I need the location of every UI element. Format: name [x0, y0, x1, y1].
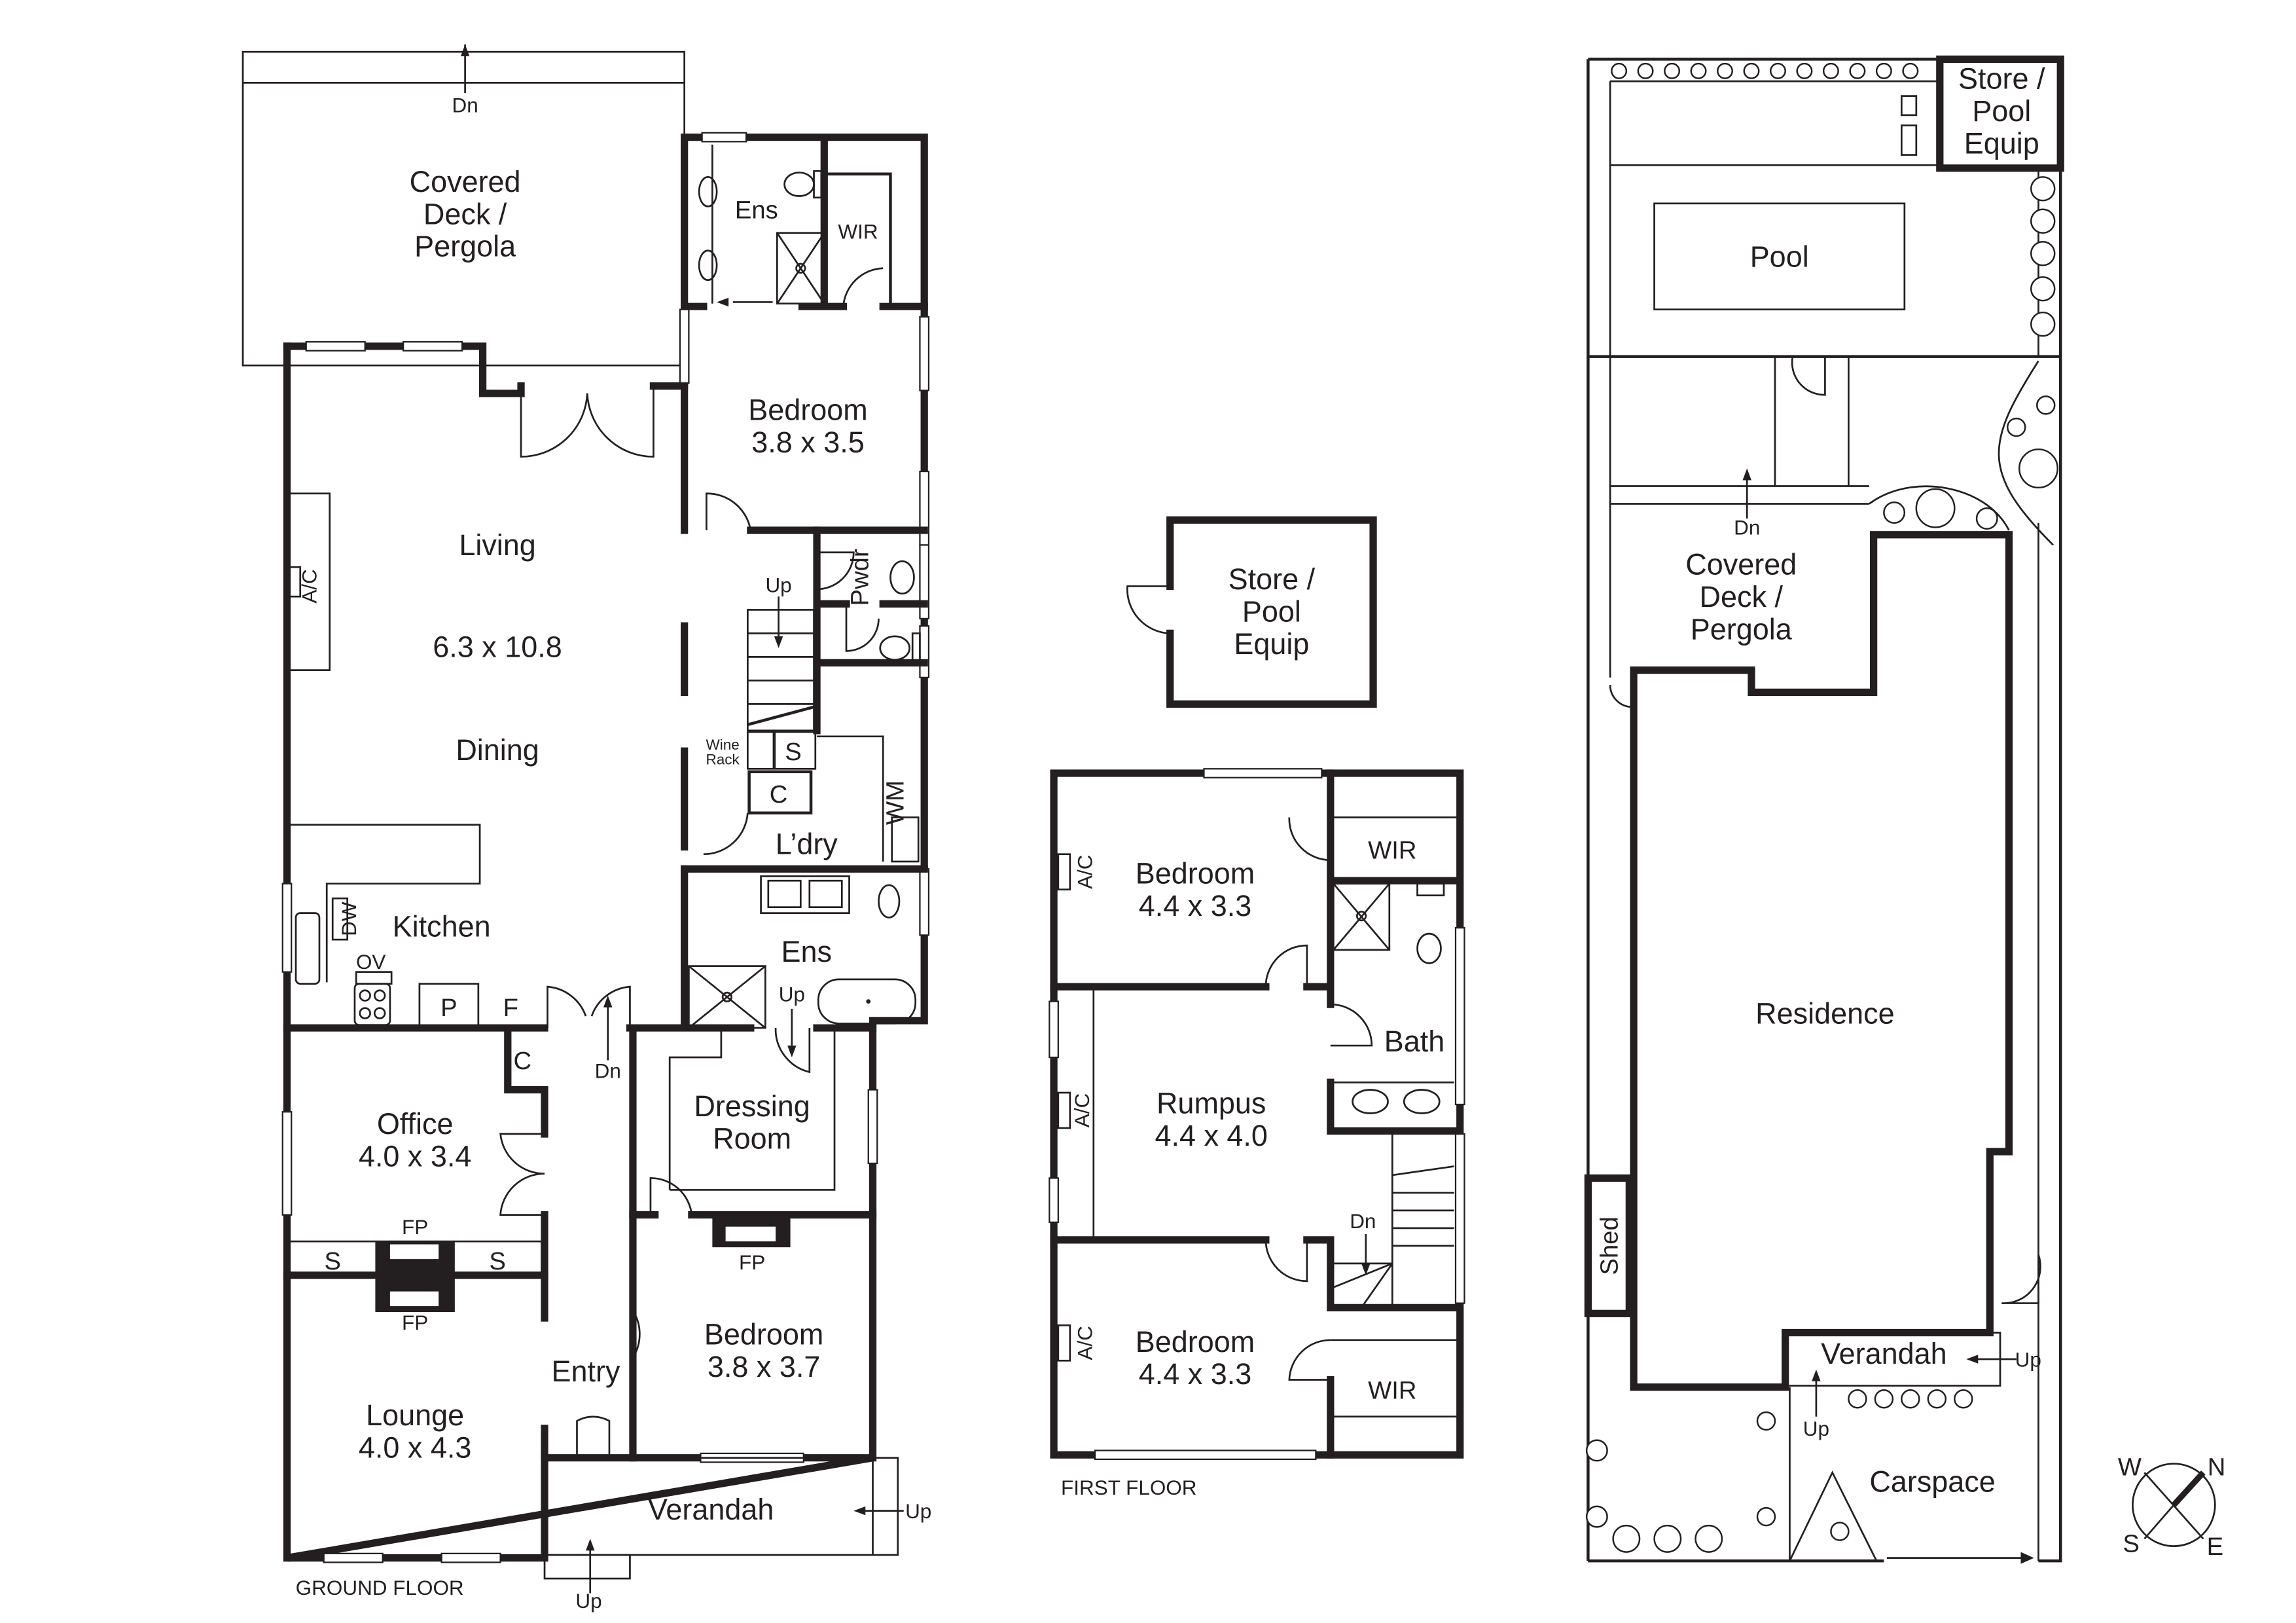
covered-deck-dn-label: Dn	[452, 94, 478, 117]
site-store-label-3: Equip	[1964, 126, 2039, 160]
stairs-up-label: Up	[765, 574, 791, 596]
compass-w: W	[2118, 1453, 2142, 1482]
lounge-label: Lounge	[366, 1398, 464, 1432]
verandah-front-up-label: Up	[575, 1590, 601, 1613]
first-floor-caption: FIRST FLOOR	[1061, 1476, 1196, 1499]
entry-label: Entry	[552, 1355, 620, 1388]
residence-label: Residence	[1755, 996, 1894, 1030]
fireplace-bedroom-label: FP	[739, 1251, 765, 1274]
living-label: Living	[459, 528, 536, 562]
washing-machine-label: WM	[882, 780, 910, 825]
pool-label: Pool	[1750, 240, 1809, 273]
shelf-right-label: S	[489, 1247, 506, 1275]
ensuite-main-label: Ens	[781, 935, 833, 968]
covered-deck-label-1: Covered	[410, 165, 521, 198]
fireplace-office-label: FP	[402, 1216, 428, 1239]
rumpus-size: 4.4 x 4.0	[1155, 1119, 1268, 1152]
first-bedroom-rear-label: Bedroom	[1136, 857, 1255, 890]
fireplace-lounge-label: FP	[402, 1311, 428, 1334]
bedroom-front-label: Bedroom	[704, 1318, 823, 1351]
pantry-label: P	[440, 994, 457, 1022]
wine-rack-label-2: Rack	[706, 752, 740, 768]
first-bedroom-front-label: Bedroom	[1136, 1325, 1255, 1359]
residence-outline	[1630, 531, 2013, 1391]
site-deck-label-1: Covered	[1685, 547, 1797, 581]
first-wir-rear-label: WIR	[1368, 836, 1416, 864]
verandah-label: Verandah	[648, 1493, 774, 1526]
compass-rose: W N S E	[2118, 1453, 2226, 1561]
office-label: Office	[377, 1107, 454, 1140]
outbuilding-label-1: Store /	[1229, 562, 1316, 596]
dressing-room-label-1: Dressing	[694, 1089, 810, 1123]
rumpus-ac-label: A/C	[1071, 1093, 1094, 1127]
outbuilding-label-2: Pool	[1242, 594, 1301, 628]
site-verandah-label: Verandah	[1821, 1337, 1947, 1370]
covered-deck-label-2: Deck /	[423, 197, 507, 230]
dishwasher-label: DW	[338, 902, 361, 936]
laundry-label: L’dry	[776, 828, 838, 861]
office-size: 4.0 x 3.4	[359, 1139, 472, 1173]
site-store-label-2: Pool	[1972, 94, 2031, 128]
kitchen-label: Kitchen	[393, 910, 491, 943]
compass-n: N	[2208, 1453, 2226, 1482]
dressing-room-label-2: Room	[713, 1122, 791, 1155]
office-cupboard-label: C	[513, 1047, 531, 1075]
first-wir-front-label: WIR	[1368, 1377, 1416, 1405]
site-deck-label-3: Pergola	[1691, 612, 1793, 646]
rumpus-label: Rumpus	[1157, 1086, 1266, 1120]
compass-s: S	[2123, 1530, 2140, 1558]
site-verandah-front-up-label: Up	[1803, 1417, 1829, 1440]
wine-rack-label-1: Wine	[706, 737, 740, 753]
site-plan: Store / Pool Equip Pool Dn Covered Deck …	[1584, 55, 2064, 1564]
wir-label: WIR	[838, 221, 878, 244]
hall-step-dn-label: Dn	[595, 1060, 621, 1083]
storage-s-label: S	[785, 738, 801, 766]
site-store-label-1: Store /	[1958, 62, 2045, 95]
site-verandah-side-up-label: Up	[2015, 1348, 2041, 1371]
powder-label: Pwdr	[846, 549, 874, 606]
outbuilding-store: Store / Pool Equip	[1126, 516, 1377, 708]
ground-floor-plan: Ens WIR Up Pwdr S C Wine Rack	[242, 44, 931, 1613]
ground-floor-caption: GROUND FLOOR	[296, 1577, 464, 1599]
first-floor-plan: Dn A/C A/C A/C Bedroom 4.4 x 3.3 WIR Bat…	[1049, 768, 1465, 1499]
cupboard-c-label: C	[770, 780, 788, 809]
first-floor-stairs: Dn	[1330, 1131, 1454, 1309]
first-bedroom-rear-ac-label: A/C	[1074, 854, 1097, 888]
dining-label: Dining	[456, 733, 539, 767]
bedroom-front-size: 3.8 x 3.7	[708, 1350, 821, 1383]
first-bedroom-rear-size: 4.4 x 3.3	[1139, 889, 1252, 922]
ensuite-step-up-label: Up	[779, 983, 805, 1006]
lounge-size: 4.0 x 4.3	[359, 1431, 472, 1465]
living-size: 6.3 x 10.8	[433, 630, 562, 663]
oven-label: OV	[356, 951, 386, 974]
garden-trees	[1585, 62, 2058, 1553]
fridge-label: F	[503, 994, 518, 1022]
outbuilding-label-3: Equip	[1234, 627, 1309, 661]
carspace-label: Carspace	[1869, 1465, 1995, 1498]
shed-label: Shed	[1595, 1216, 1623, 1275]
verandah-side-up-label: Up	[905, 1500, 931, 1523]
bedroom-rear-label: Bedroom	[748, 393, 867, 426]
bath-label: Bath	[1384, 1025, 1445, 1058]
first-bedroom-front-size: 4.4 x 3.3	[1139, 1357, 1252, 1391]
site-deck-label-2: Deck /	[1700, 580, 1784, 613]
first-floor-stairs-dn-label: Dn	[1350, 1210, 1376, 1233]
shelf-left-label: S	[324, 1247, 341, 1275]
bedroom-rear-size: 3.8 x 3.5	[751, 426, 865, 459]
living-ac-label: A/C	[298, 569, 321, 603]
covered-deck-label-3: Pergola	[414, 230, 516, 263]
compass-e: E	[2207, 1533, 2224, 1561]
first-bedroom-front-ac-label: A/C	[1074, 1326, 1097, 1360]
ensuite-upper-label: Ens	[735, 196, 778, 224]
site-deck-dn-label: Dn	[1734, 517, 1760, 539]
